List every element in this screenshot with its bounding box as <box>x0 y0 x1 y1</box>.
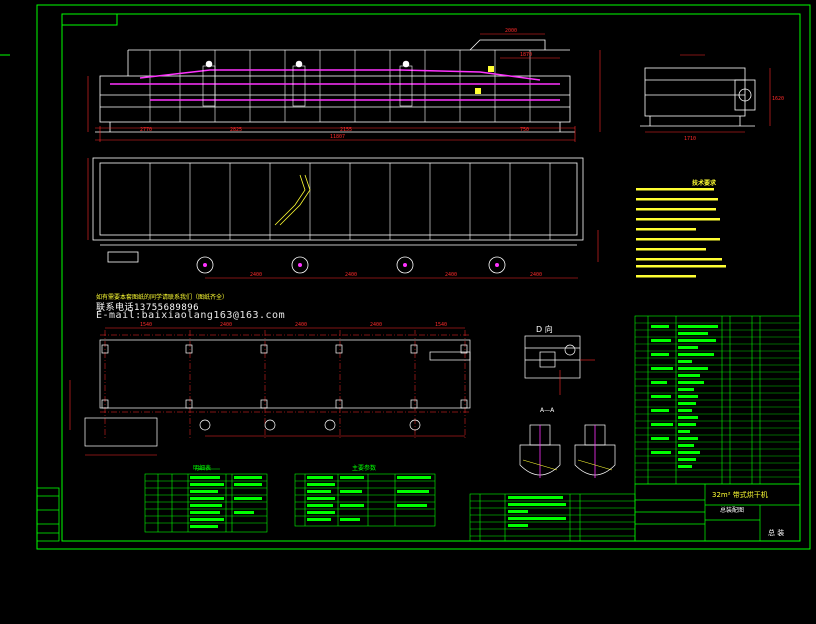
dim-plan-span-3: 2400 <box>445 272 457 278</box>
revision-strip <box>36 487 60 542</box>
contact-note: 如有需要本套图纸的同学请联系我们（图纸齐全） <box>96 294 229 301</box>
dim-plan-span-1: 2400 <box>250 272 262 278</box>
parts-list-left <box>144 468 268 533</box>
dim-d6: 1870 <box>520 52 532 58</box>
dim-side-w1: 1710 <box>684 136 696 142</box>
dim-foundation-5: 1540 <box>435 322 447 328</box>
title-product: 32m² 带式烘干机 <box>712 490 768 499</box>
dim-plan-span-2: 2400 <box>345 272 357 278</box>
dim-d3: 2155 <box>340 127 352 133</box>
dim-foundation-1: 1540 <box>140 322 152 328</box>
dim-d2: 2825 <box>230 127 242 133</box>
foundation-plan: 1540 2400 2400 2400 1540 <box>69 322 471 456</box>
parts-list-left-title: 明细表 <box>193 465 212 472</box>
detail-d-view: D 向 <box>524 324 595 395</box>
parameters-table <box>294 473 436 527</box>
tech-requirements-title: 技术要求 <box>692 180 717 187</box>
front-elevation: 11807 2770 2825 2155 750 2000 1870 <box>87 28 601 142</box>
dim-d4: 750 <box>520 127 529 133</box>
title-material: 总 装 <box>768 528 784 537</box>
dim-d1: 2770 <box>140 127 152 133</box>
side-elevation: 1710 1620 <box>640 54 784 142</box>
tech-requirements <box>636 188 726 278</box>
dim-foundation-2: 2400 <box>220 322 232 328</box>
title-subtitle: 总装配图 <box>720 506 744 514</box>
bottom-mid-table <box>469 493 636 542</box>
parameters-table-title: 主要参数 <box>352 465 377 472</box>
plan-view: 2400 2400 2400 2400 <box>87 157 599 279</box>
section-aa-label: A—A <box>540 407 555 414</box>
contact-email: E-mail:baixiaolang163@163.com <box>96 310 286 321</box>
dim-side-h1: 1620 <box>772 96 784 102</box>
contact-phone: 联系电话13755689896 <box>96 303 200 313</box>
section-aa: A—A <box>519 407 616 478</box>
drawing-frame <box>0 4 811 550</box>
title-block: 32m² 带式烘干机 总装配图 总 装 <box>634 483 801 542</box>
dim-foundation-4: 2400 <box>370 322 382 328</box>
dim-overall-length: 11807 <box>330 134 345 140</box>
parts-list-right <box>634 315 801 485</box>
dim-d5: 2000 <box>505 28 517 34</box>
view-d-label: D 向 <box>536 324 553 334</box>
dim-foundation-3: 2400 <box>295 322 307 328</box>
dim-plan-span-4: 2400 <box>530 272 542 278</box>
